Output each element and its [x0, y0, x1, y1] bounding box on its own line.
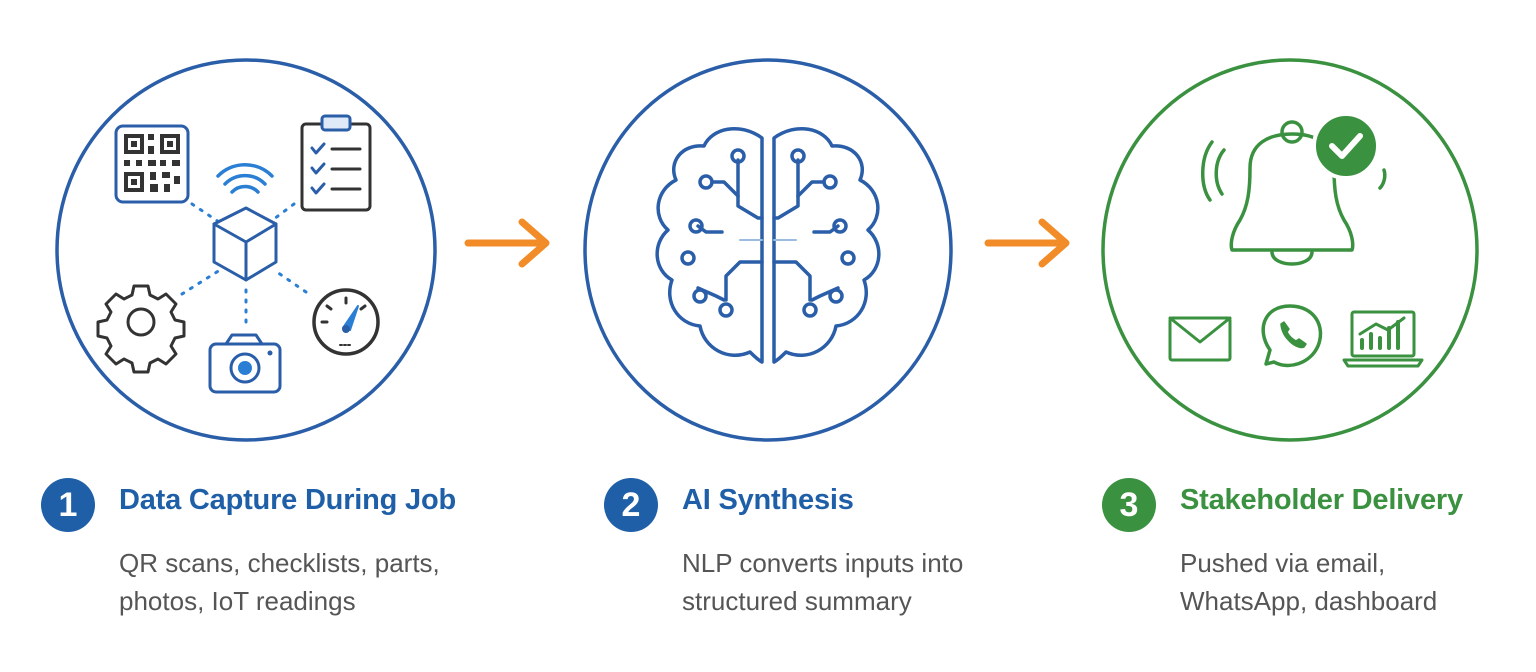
arrow-right-icon [464, 218, 550, 268]
gear-icon [96, 284, 186, 374]
step-1-number-badge: 1 [41, 478, 95, 532]
stage-2-group [583, 58, 953, 442]
stage-3-group [1101, 58, 1479, 442]
step-3-description: Pushed via email, WhatsApp, dashboard [1180, 544, 1536, 620]
step-1-description-line: QR scans, checklists, parts, [119, 548, 440, 578]
step-3-description-line: WhatsApp, dashboard [1180, 586, 1438, 616]
gauge-icon [312, 288, 380, 356]
step-1-description-line: photos, IoT readings [119, 586, 356, 616]
email-icon [1168, 316, 1232, 362]
camera-icon [208, 333, 282, 394]
iot-cube-icon [212, 206, 278, 282]
step-1-title: Data Capture During Job [119, 484, 456, 516]
whatsapp-icon [1261, 304, 1323, 368]
arrow-right-icon [984, 218, 1070, 268]
iot-connector-lines [180, 202, 308, 328]
step-2-description-line: NLP converts inputs into [682, 548, 964, 578]
dashboard-laptop-icon [1342, 310, 1424, 368]
clipboard-checklist-icon [300, 114, 372, 212]
step-2-description-line: structured summary [682, 586, 912, 616]
step-2-number-badge: 2 [604, 478, 658, 532]
brain-circuit-icon [655, 127, 881, 364]
step-3-description-line: Pushed via email, [1180, 548, 1386, 578]
check-badge-icon [1312, 112, 1380, 180]
stage-2-circle [583, 58, 953, 442]
stage-1-group [55, 58, 437, 442]
stage-1-circle [55, 58, 437, 442]
step-2-title: AI Synthesis [682, 484, 854, 516]
wifi-signal-icon [216, 162, 274, 194]
step-2-description: NLP converts inputs into structured summ… [682, 544, 1042, 620]
qr-code-icon [114, 124, 190, 204]
step-3-title: Stakeholder Delivery [1180, 484, 1463, 516]
step-1-description: QR scans, checklists, parts, photos, IoT… [119, 544, 479, 620]
stage-3-circle [1101, 58, 1479, 442]
step-3-number-badge: 3 [1102, 478, 1156, 532]
